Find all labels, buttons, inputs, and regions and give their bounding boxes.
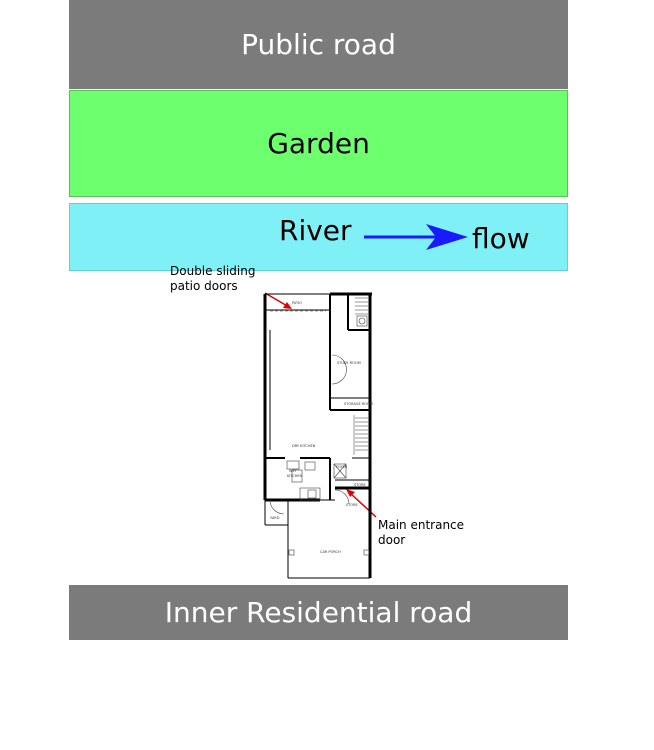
fixtures — [269, 310, 370, 556]
main-entrance-arrow-icon — [346, 489, 377, 518]
patio-doors-arrow-icon — [264, 292, 292, 309]
room-label-dry-kitchen: DRY KITCHEN — [292, 444, 316, 448]
room-label-patio: PATIO — [292, 301, 302, 305]
inner-road-band: Inner Residential road — [69, 585, 568, 640]
room-label-yard: YARD — [270, 516, 280, 520]
inner-road-label: Inner Residential road — [164, 596, 473, 629]
room-label-wet-kitchen-1: WET — [289, 469, 298, 473]
patio-doors-annotation-line1: Double sliding — [170, 264, 256, 278]
room-label-car-porch: CAR PORCH — [320, 550, 341, 554]
garden-band: Garden — [69, 90, 568, 197]
room-label-store-1: STORE — [354, 483, 366, 487]
room-label-storage: STORAGE ROOM — [344, 402, 373, 406]
flow-arrow-icon — [364, 224, 468, 250]
river-band: River flow — [69, 203, 568, 271]
staircase — [353, 297, 368, 455]
public-road-band: Public road — [69, 0, 568, 89]
room-label-store-2: STORE — [346, 503, 358, 507]
public-road-label: Public road — [241, 28, 396, 61]
room-labels: PATIO STUDY ROOM STORAGE ROOM DRY KITCHE… — [270, 301, 373, 554]
outer-walls — [263, 292, 372, 579]
river-label: River — [279, 214, 352, 247]
patio-doors-annotation: Double sliding patio doors — [170, 264, 255, 294]
flow-label: flow — [472, 222, 530, 255]
garden-label: Garden — [267, 127, 370, 160]
room-label-wet-kitchen-2: KITCHEN — [287, 474, 303, 478]
main-entrance-annotation: Main entrance door — [378, 518, 464, 548]
patio-doors-annotation-line2: patio doors — [170, 279, 238, 293]
main-entrance-annotation-line1: Main entrance — [378, 518, 465, 532]
main-entrance-annotation-line2: door — [378, 533, 406, 547]
room-label-study: STUDY ROOM — [337, 361, 361, 365]
room-label-foyer: FOYER — [336, 465, 348, 469]
